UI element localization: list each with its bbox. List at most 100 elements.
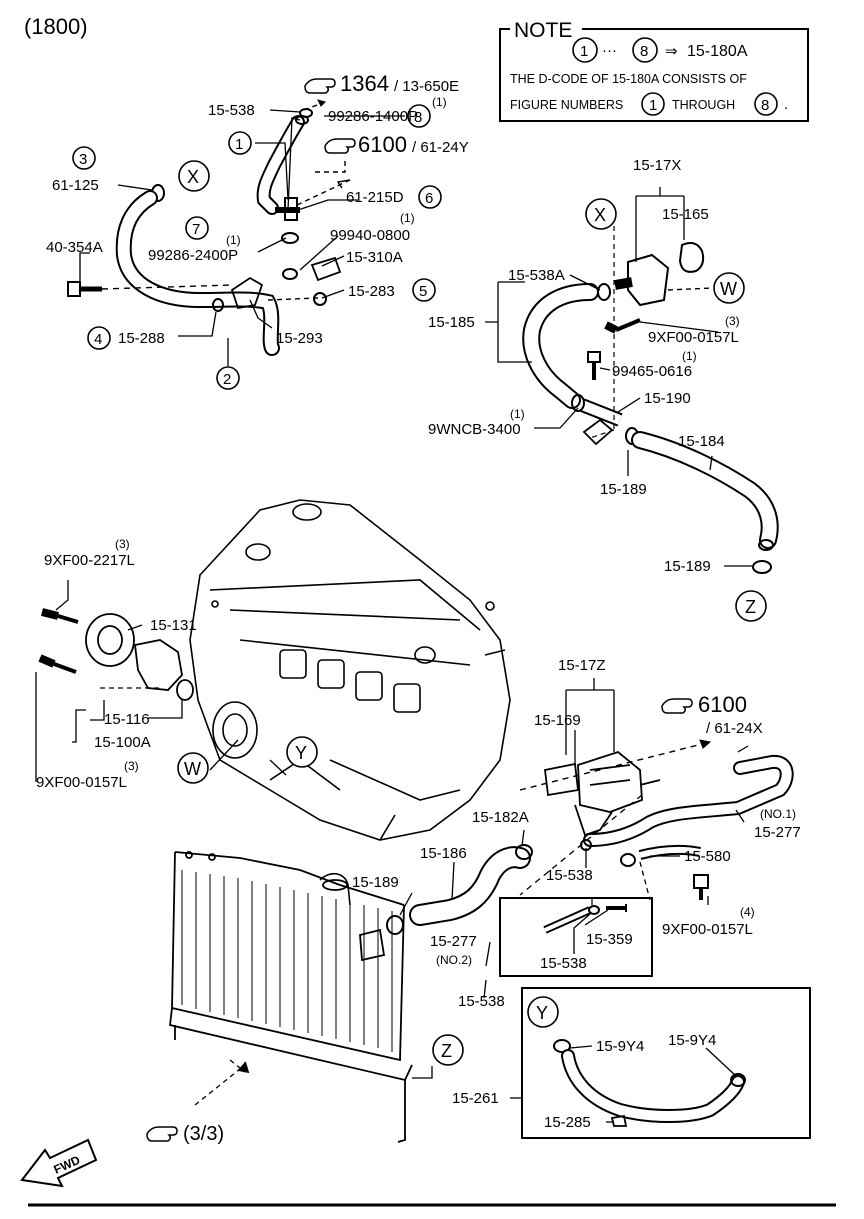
pointing-hand-icon xyxy=(146,1126,178,1142)
label-9wncb-3400: 9WNCB-3400 xyxy=(428,421,521,438)
fwd-arrow: FWD xyxy=(20,1138,98,1188)
inset-box-y xyxy=(521,987,811,1139)
callout-8: 8 xyxy=(414,109,422,126)
note-title: NOTE xyxy=(514,19,572,42)
label-qty-3-a: (3) xyxy=(725,314,740,328)
label-99286-2400p: 99286-2400P xyxy=(148,247,238,264)
dashed-lead-lower xyxy=(639,861,651,901)
label-15-189-right-lower: 15-189 xyxy=(664,558,711,575)
label-qty-4: (4) xyxy=(740,905,755,919)
label-9xf00-0157l-c: 9XF00-0157L xyxy=(662,921,753,938)
label-15-538a: 15-538A xyxy=(508,267,565,284)
ref-6100-a[interactable]: 6100 / 61-24Y xyxy=(324,132,469,157)
label-qty-1-b: (1) xyxy=(400,211,415,225)
callout-z-right: Z xyxy=(745,597,756,617)
callout-1: 1 xyxy=(235,136,243,153)
note-box: NOTE 1 ··· 8 ⇒ 15-180A THE D-CODE OF 15-… xyxy=(499,18,809,122)
label-no-2: (NO.2) xyxy=(436,953,472,967)
label-15-9y4-left: 15-9Y4 xyxy=(596,1038,644,1055)
hose-assembly-lower-right xyxy=(519,739,794,900)
label-15-17x: 15-17X xyxy=(633,157,681,174)
callout-3: 3 xyxy=(79,151,87,168)
callout-6: 6 xyxy=(425,190,433,207)
label-15-100a: 15-100A xyxy=(94,734,151,751)
label-qty-1-e: (1) xyxy=(510,407,525,421)
label-15-261: 15-261 xyxy=(452,1090,499,1107)
label-15-131: 15-131 xyxy=(150,617,197,634)
note-num8: 8 xyxy=(761,97,769,114)
callout-w-right: W xyxy=(720,279,737,299)
note-range-from: 1 xyxy=(580,43,588,60)
note-period: . xyxy=(784,96,788,113)
label-qty-1-a: (1) xyxy=(432,95,447,109)
callout-x-left: X xyxy=(187,167,199,187)
ref-3-3-label: (3/3) xyxy=(183,1123,224,1145)
ref-6100-a-code: / 61-24Y xyxy=(412,139,469,156)
note-num1: 1 xyxy=(649,97,657,114)
label-qty-1-d: (1) xyxy=(682,349,697,363)
radiator xyxy=(169,851,413,1143)
callout-7: 7 xyxy=(192,221,200,238)
note-range-to: 8 xyxy=(640,43,648,60)
label-15-538-lower: 15-538 xyxy=(458,993,505,1010)
note-line2: THE D-CODE OF 15-180A CONSISTS OF xyxy=(510,72,747,86)
ref-1364-code: / 13-650E xyxy=(394,78,459,95)
callout-w-left: W xyxy=(184,759,201,779)
pointing-hand-icon xyxy=(661,698,693,714)
label-99465-0616: 99465-0616 xyxy=(612,363,692,380)
label-15-186: 15-186 xyxy=(420,845,467,862)
pointing-hand-icon xyxy=(324,138,356,154)
engine-block xyxy=(189,499,511,841)
label-15-538-box: 15-538 xyxy=(540,955,587,972)
label-15-277-a: 15-277 xyxy=(754,824,801,841)
label-40-354a: 40-354A xyxy=(46,239,103,256)
label-15-185: 15-185 xyxy=(428,314,475,331)
callout-y-box: Y xyxy=(536,1003,548,1023)
ref-3-3[interactable]: (3/3) xyxy=(146,1123,224,1145)
label-99286-1400p: 99286-1400P xyxy=(328,108,418,125)
note-arrow: ⇒ xyxy=(665,43,678,60)
label-15-283: 15-283 xyxy=(348,283,395,300)
callout-z-lower: Z xyxy=(441,1041,452,1061)
note-ref: 15-180A xyxy=(687,43,748,60)
label-15-184: 15-184 xyxy=(678,433,725,450)
ref-6100-b[interactable]: 6100 / 61-24X xyxy=(661,692,763,737)
ref-6100-b-code: / 61-24X xyxy=(706,720,763,737)
callout-circles xyxy=(72,104,767,1066)
label-no-1: (NO.1) xyxy=(760,807,796,821)
hose-assembly-upper-right xyxy=(522,208,779,574)
label-15-580: 15-580 xyxy=(684,848,731,865)
label-15-310a: 15-310A xyxy=(346,249,403,266)
label-15-285: 15-285 xyxy=(544,1114,591,1131)
label-61-125: 61-125 xyxy=(52,177,99,194)
label-15-189-right: 15-189 xyxy=(600,481,647,498)
ref-1364[interactable]: 1364 / 13-650E xyxy=(304,71,459,96)
note-line3b: THROUGH xyxy=(672,98,735,112)
label-15-288: 15-288 xyxy=(118,330,165,347)
label-9xf00-0157l-a: 9XF00-0157L xyxy=(648,329,739,346)
label-15-189-left: 15-189 xyxy=(352,874,399,891)
label-15-359: 15-359 xyxy=(586,931,633,948)
note-range-sep: ··· xyxy=(602,42,617,59)
hose-assembly-upper-left xyxy=(67,99,351,356)
callout-2: 2 xyxy=(223,371,231,388)
callout-y-engine: Y xyxy=(295,743,307,763)
water-pump-assembly xyxy=(38,608,194,701)
thermostat-lower xyxy=(544,750,661,837)
label-15-293: 15-293 xyxy=(276,330,323,347)
label-15-169: 15-169 xyxy=(534,712,581,729)
inset-box-15-359 xyxy=(499,897,653,977)
hose-15-186 xyxy=(386,844,533,935)
callout-x-right: X xyxy=(594,205,606,225)
section-code: (1800) xyxy=(24,14,88,39)
label-9xf00-0157l-b: 9XF00-0157L xyxy=(36,774,127,791)
label-15-538-mid: 15-538 xyxy=(546,867,593,884)
label-15-9y4-right: 15-9Y4 xyxy=(668,1032,716,1049)
callout-labels: 15-538 (1) 99286-1400P 8 1 3 61-125 X 61… xyxy=(36,95,801,1131)
pointing-hand-icon xyxy=(304,78,336,94)
callout-4: 4 xyxy=(94,331,102,348)
label-15-277-b: 15-277 xyxy=(430,933,477,950)
leader-lines xyxy=(35,109,752,1123)
label-9xf00-2217l: 9XF00-2217L xyxy=(44,552,135,569)
